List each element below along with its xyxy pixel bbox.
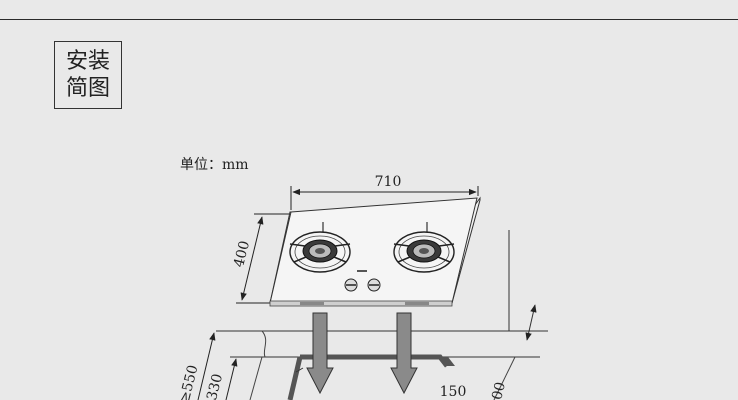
width-label: 710 <box>375 174 402 190</box>
cutout <box>287 354 455 400</box>
title-box: 安装 简图 <box>54 41 122 109</box>
right-partial-label: 00 <box>489 380 509 400</box>
side-gap-label: 150 <box>440 384 467 400</box>
drop-arrow-left <box>306 312 334 395</box>
drop-arrow-right <box>390 312 418 395</box>
right-partial-dimension: 00 <box>489 380 509 400</box>
left-burner <box>289 222 351 273</box>
min-depth-label: ≥550 <box>177 363 202 400</box>
title-line-2: 简图 <box>65 76 110 101</box>
unit-label: 单位：mm <box>180 157 249 173</box>
depth-dimension: 400 <box>231 213 296 304</box>
side-gap-dimension: 150 <box>440 384 467 400</box>
stove <box>269 196 481 307</box>
control-knobs <box>344 270 381 292</box>
right-burner <box>393 222 455 273</box>
cutout-depth-label: 330 <box>204 372 226 400</box>
top-rule <box>0 19 738 20</box>
width-dimension: 710 <box>290 174 479 210</box>
depth-label: 400 <box>231 239 253 269</box>
cutout-depth-dimension: 330 <box>204 358 238 400</box>
title-line-1: 安装 <box>65 49 110 74</box>
